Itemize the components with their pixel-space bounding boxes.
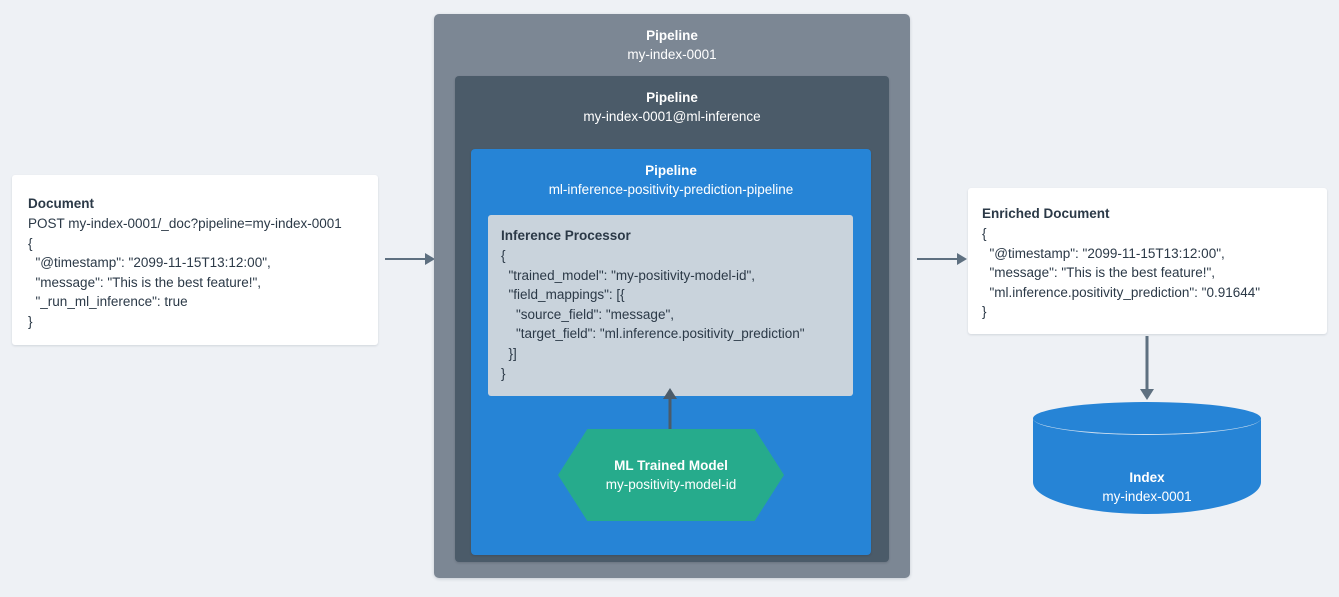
processor-line-3: "source_field": "message", [501,306,674,322]
pipeline-outer-label: Pipeline [646,28,698,43]
arrow-pipeline-to-enriched-icon [917,248,967,275]
pipeline-inner-label: Pipeline [645,163,697,178]
ml-trained-model-hexagon: ML Trained Model my-positivity-model-id [558,429,784,521]
ml-trained-model-name: my-positivity-model-id [605,476,737,492]
arrow-document-to-pipeline-icon [385,248,435,275]
arrow-model-to-processor-icon [660,388,680,435]
document-line-0: POST my-index-0001/_doc?pipeline=my-inde… [28,216,342,231]
processor-line-6: } [501,365,506,381]
pipeline-inner-header: Pipeline ml-inference-positivity-predict… [471,149,871,200]
processor-line-4: "target_field": "ml.inference.positivity… [501,326,805,342]
enriched-line-0: { [982,226,987,241]
processor-line-2: "field_mappings": [{ [501,287,625,303]
pipeline-outer-header: Pipeline my-index-0001 [434,14,910,65]
enriched-line-4: } [982,304,987,320]
index-cylinder: Index my-index-0001 [1033,402,1261,530]
pipeline-mid-header: Pipeline my-index-0001@ml-inference [455,76,889,127]
enriched-line-3: "ml.inference.positivity_prediction": "0… [982,284,1261,300]
document-line-2: "@timestamp": "2099-11-15T13:12:00", [28,255,271,271]
index-label-group: Index my-index-0001 [1033,468,1261,507]
enriched-document-card: Enriched Document { "@timestamp": "2099-… [968,188,1327,334]
document-card: Document POST my-index-0001/_doc?pipelin… [12,175,378,345]
pipeline-mid-name: my-index-0001@ml-inference [583,109,761,124]
pipeline-inner-name: ml-inference-positivity-prediction-pipel… [548,182,794,197]
document-title: Document [28,196,95,211]
cylinder-top-ellipse [1033,402,1261,435]
pipeline-outer-name: my-index-0001 [627,47,717,62]
processor-line-1: "trained_model": "my-positivity-model-id… [501,267,756,283]
pipeline-mid-label: Pipeline [646,90,698,105]
document-line-5: } [28,313,33,329]
document-line-1: { [28,235,33,251]
arrow-enriched-to-index-icon [1137,336,1157,405]
enriched-document-title: Enriched Document [982,206,1110,221]
processor-line-0: { [501,248,506,263]
inference-processor-box: Inference Processor { "trained_model": "… [488,215,853,396]
index-label: Index [1129,470,1165,485]
index-name: my-index-0001 [1102,489,1192,504]
document-line-4: "_run_ml_inference": true [28,294,188,310]
enriched-line-2: "message": "This is the best feature!", [982,265,1216,281]
enriched-line-1: "@timestamp": "2099-11-15T13:12:00", [982,245,1225,261]
inference-processor-title: Inference Processor [501,228,631,243]
processor-line-5: }] [501,345,517,361]
ml-trained-model-label: ML Trained Model [614,457,728,473]
document-line-3: "message": "This is the best feature!", [28,274,262,290]
